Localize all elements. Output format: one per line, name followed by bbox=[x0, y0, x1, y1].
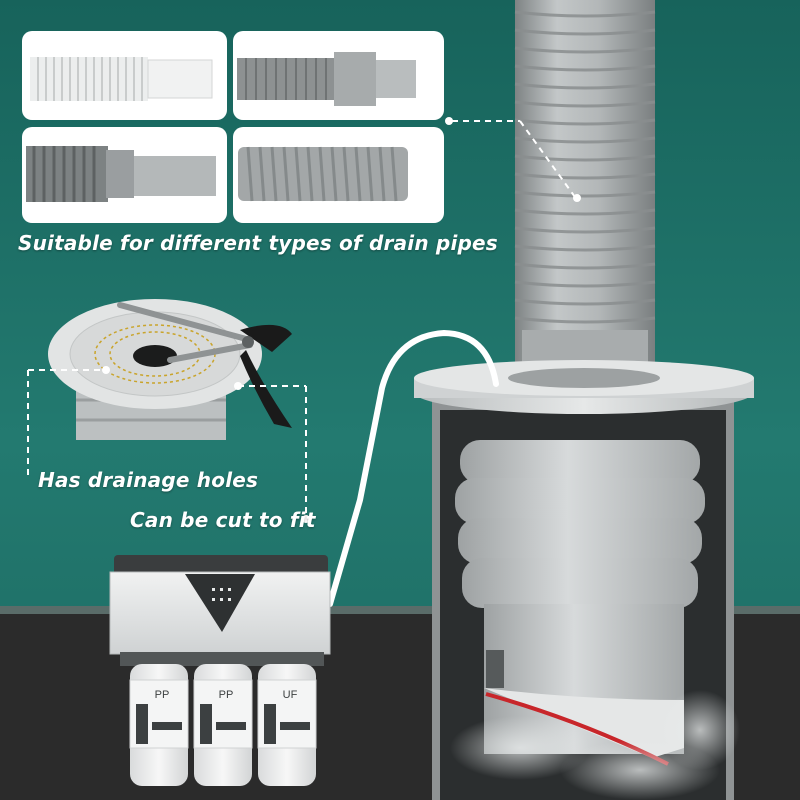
bellows-pipe bbox=[26, 146, 216, 202]
caption-cut-to-fit: Can be cut to fit bbox=[130, 508, 316, 532]
drain-hole bbox=[133, 345, 177, 367]
cut-callout-line bbox=[238, 385, 307, 514]
callout-dot bbox=[445, 117, 453, 125]
corrugated-drain-pipe bbox=[514, 0, 656, 390]
white-drain-tube bbox=[327, 329, 499, 607]
holes-callout-line bbox=[27, 369, 106, 476]
drain-seal-cutaway bbox=[414, 360, 754, 800]
caption-drainage-holes: Has drainage holes bbox=[38, 468, 259, 492]
white-corrugated-pipe bbox=[30, 57, 213, 101]
pipe-types-panel bbox=[22, 31, 444, 223]
water-purifier: PP PP UF bbox=[109, 555, 331, 786]
scissors-icon bbox=[117, 302, 292, 428]
pipe-callout-line bbox=[452, 120, 576, 198]
callout-dot bbox=[302, 515, 310, 523]
gray-adapter-pipe bbox=[237, 52, 416, 106]
flex-hose-pipe bbox=[238, 146, 408, 202]
filter-cartridge-right: UF bbox=[257, 664, 317, 786]
caption-pipe-types: Suitable for different types of drain pi… bbox=[18, 231, 498, 255]
filter-label-left: PP bbox=[155, 689, 170, 701]
filter-cartridge-left: PP bbox=[129, 664, 189, 786]
callout-dot bbox=[102, 366, 110, 374]
filter-cartridge-middle: PP bbox=[193, 664, 253, 786]
baseboard-edge bbox=[0, 606, 800, 616]
callout-dot bbox=[234, 382, 242, 390]
filter-label-middle: PP bbox=[219, 689, 234, 701]
seal-bellows bbox=[455, 440, 705, 608]
odor-smoke bbox=[660, 690, 740, 770]
seal-top-detail bbox=[48, 299, 292, 440]
callout-dot bbox=[573, 194, 581, 202]
filter-label-right: UF bbox=[283, 689, 298, 701]
purifier-display-panel bbox=[185, 574, 255, 632]
odor-smoke bbox=[450, 716, 590, 780]
